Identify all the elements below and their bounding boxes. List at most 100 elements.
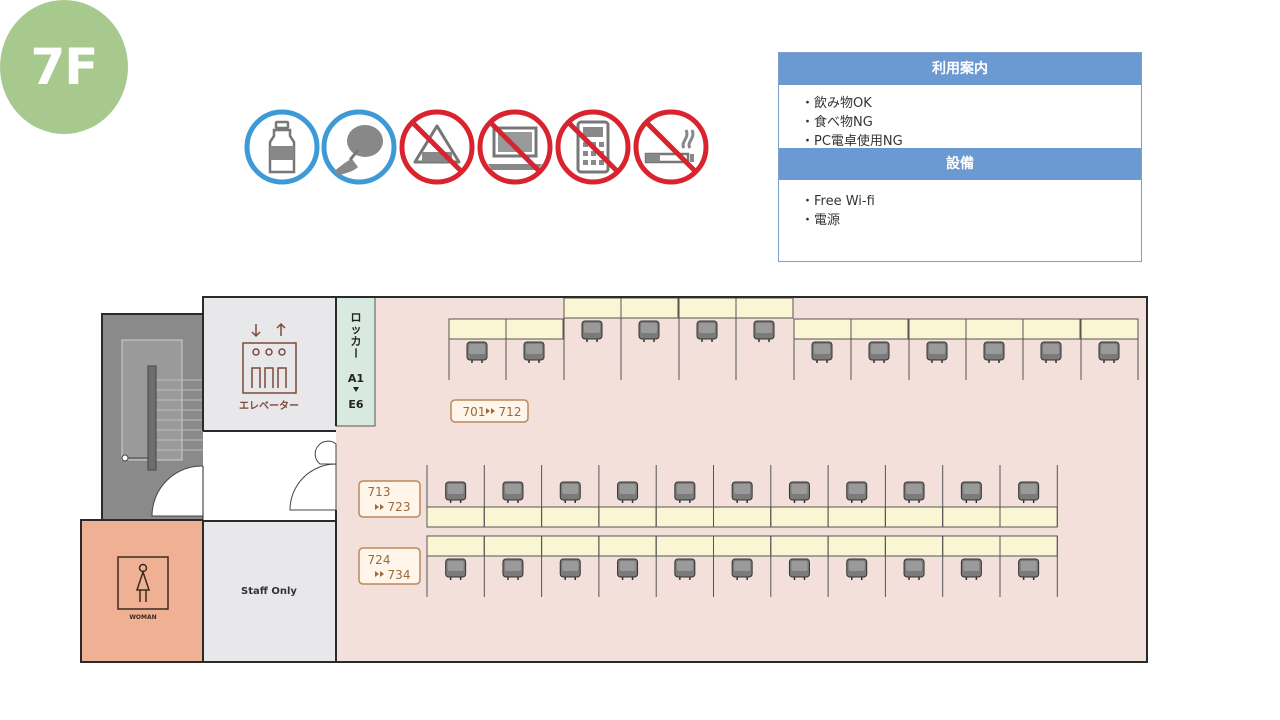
desk-top bbox=[448, 318, 507, 340]
seat-chair-top[interactable] bbox=[811, 341, 833, 363]
seat-range-label-middle: 713 723 bbox=[358, 480, 421, 518]
seat-chair-top[interactable] bbox=[1098, 341, 1120, 363]
desk-middle bbox=[884, 506, 944, 528]
seat-chair-top[interactable] bbox=[581, 320, 603, 342]
floor-badge: 7F bbox=[0, 0, 128, 134]
desk-middle bbox=[713, 506, 772, 528]
seat-chair-bottom[interactable] bbox=[846, 558, 868, 580]
seat-chair-middle[interactable] bbox=[559, 481, 581, 503]
desk-top bbox=[563, 297, 622, 319]
seat-range-label-bottom: 724 734 bbox=[358, 547, 421, 585]
seat-chair-top[interactable] bbox=[638, 320, 660, 342]
svg-text:724: 724 bbox=[368, 553, 391, 567]
svg-text:701: 701 bbox=[463, 405, 486, 419]
desk-middle bbox=[483, 506, 543, 528]
restroom bbox=[81, 520, 203, 662]
desk-bottom bbox=[999, 535, 1058, 557]
desk-middle bbox=[541, 506, 600, 528]
seat-range-arrow-icon bbox=[375, 504, 384, 510]
seat-chair-bottom[interactable] bbox=[903, 558, 925, 580]
seat-chair-middle[interactable] bbox=[445, 481, 467, 503]
desk-bottom bbox=[483, 535, 543, 557]
seat-chair-middle[interactable] bbox=[502, 481, 524, 503]
desk-bottom bbox=[884, 535, 944, 557]
desk-top bbox=[965, 318, 1024, 340]
seat-chair-middle[interactable] bbox=[846, 481, 868, 503]
seat-chair-top[interactable] bbox=[523, 341, 545, 363]
desk-bottom bbox=[827, 535, 886, 557]
seat-chair-bottom[interactable] bbox=[731, 558, 753, 580]
seat-range-label-top: 701 712 bbox=[450, 399, 529, 423]
staff-only-label: Staff Only bbox=[241, 586, 297, 597]
stairs bbox=[102, 314, 204, 520]
desk-top bbox=[908, 318, 967, 340]
seat-chair-top[interactable] bbox=[926, 341, 948, 363]
desk-middle bbox=[942, 506, 1001, 528]
desk-bottom bbox=[942, 535, 1001, 557]
desk-bottom bbox=[655, 535, 715, 557]
seat-chair-bottom[interactable] bbox=[960, 558, 982, 580]
seat-chair-middle[interactable] bbox=[617, 481, 639, 503]
seat-chair-bottom[interactable] bbox=[559, 558, 581, 580]
seat-chair-middle[interactable] bbox=[788, 481, 810, 503]
floor-label: 7F bbox=[30, 38, 99, 96]
seat-chair-top[interactable] bbox=[696, 320, 718, 342]
seat-chair-middle[interactable] bbox=[1018, 481, 1040, 503]
seat-chair-top[interactable] bbox=[753, 320, 775, 342]
locker bbox=[335, 296, 376, 427]
svg-text:734: 734 bbox=[388, 568, 411, 582]
seat-chair-middle[interactable] bbox=[960, 481, 982, 503]
desk-bottom bbox=[770, 535, 829, 557]
no-pc-icon bbox=[477, 109, 553, 185]
locker-range-end: E6 bbox=[348, 398, 364, 411]
svg-text:713: 713 bbox=[368, 485, 391, 499]
seat-chair-middle[interactable] bbox=[674, 481, 696, 503]
desk-middle bbox=[655, 506, 715, 528]
staff-only-room bbox=[203, 521, 336, 662]
seat-chair-bottom[interactable] bbox=[617, 558, 639, 580]
seat-range-arrow-icon bbox=[375, 571, 384, 577]
desks bbox=[426, 297, 1139, 597]
desk-bottom bbox=[426, 535, 485, 557]
seat-chair-top[interactable] bbox=[868, 341, 890, 363]
desk-bottom bbox=[541, 535, 600, 557]
usage-title: 利用案内 bbox=[779, 53, 1141, 85]
seat-chair-top[interactable] bbox=[1040, 341, 1062, 363]
facility-item: ・電源 bbox=[801, 213, 841, 228]
desk-top bbox=[1080, 318, 1139, 340]
seat-chair-middle[interactable] bbox=[903, 481, 925, 503]
desk-middle bbox=[770, 506, 829, 528]
no-food-icon bbox=[399, 109, 475, 185]
walls bbox=[80, 296, 1148, 663]
seat-chair-bottom[interactable] bbox=[502, 558, 524, 580]
locker-label-char: カ bbox=[351, 335, 362, 348]
usage-item: ・PC電卓使用NG bbox=[801, 134, 903, 149]
no-calculator-icon bbox=[555, 109, 631, 185]
locker-label-char: ッ bbox=[351, 323, 362, 336]
desk-top bbox=[505, 318, 564, 340]
seat-chair-bottom[interactable] bbox=[674, 558, 696, 580]
drink-bottle-icon bbox=[244, 109, 320, 185]
seat-chair-top[interactable] bbox=[466, 341, 488, 363]
svg-text:712: 712 bbox=[499, 405, 522, 419]
desk-bottom bbox=[598, 535, 657, 557]
facility-item: ・Free Wi-fi bbox=[801, 194, 875, 209]
desk-bottom bbox=[713, 535, 772, 557]
desk-middle bbox=[426, 506, 485, 528]
usage-list: ・飲み物OK ・食べ物NG ・PC電卓使用NG bbox=[779, 85, 1141, 149]
eating-icon bbox=[321, 109, 397, 185]
elevator-icon bbox=[242, 322, 297, 394]
desk-top bbox=[678, 297, 737, 319]
locker-range-start: A1 bbox=[348, 372, 364, 385]
svg-text:723: 723 bbox=[388, 500, 411, 514]
seat-chair-bottom[interactable] bbox=[788, 558, 810, 580]
seat-chair-bottom[interactable] bbox=[445, 558, 467, 580]
restroom-label: WOMAN bbox=[129, 614, 156, 621]
seat-chair-top[interactable] bbox=[983, 341, 1005, 363]
seat-chair-bottom[interactable] bbox=[1018, 558, 1040, 580]
study-room bbox=[336, 297, 1147, 662]
seat-chair-middle[interactable] bbox=[731, 481, 753, 503]
woman-icon bbox=[117, 556, 169, 610]
desk-top bbox=[1022, 318, 1081, 340]
